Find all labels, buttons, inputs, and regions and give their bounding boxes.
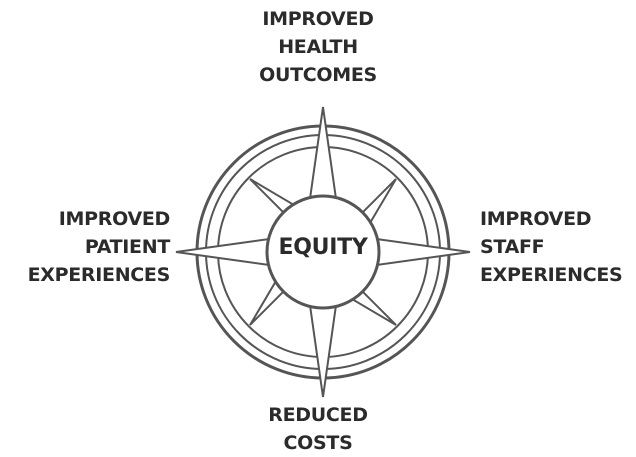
outcome-bottom-line-2: COSTS [283, 432, 353, 454]
outcome-left-line-2: PATIENT [84, 236, 170, 258]
center-circle [265, 194, 381, 310]
outcome-left-line-1: IMPROVED [58, 208, 171, 230]
outcome-top-line-2: HEALTH [278, 36, 358, 58]
outcome-label-right: IMPROVED STAFF EXPERIENCES [480, 205, 636, 289]
outcome-label-top: IMPROVED HEALTH OUTCOMES [218, 5, 418, 89]
outcome-top-line-1: IMPROVED [262, 8, 374, 30]
center-label-equity: EQUITY [278, 235, 368, 260]
outcome-left-line-3: EXPERIENCES [27, 264, 171, 286]
outcome-top-line-3: OUTCOMES [259, 64, 377, 86]
outcome-right-line-2: STAFF [480, 236, 545, 258]
outcome-right-line-1: IMPROVED [480, 208, 592, 230]
outcome-label-bottom: REDUCED COSTS [218, 401, 418, 457]
outcome-bottom-line-1: REDUCED [268, 404, 368, 426]
outcome-label-left: IMPROVED PATIENT EXPERIENCES [0, 205, 171, 289]
outcome-right-line-3: EXPERIENCES [480, 264, 623, 286]
